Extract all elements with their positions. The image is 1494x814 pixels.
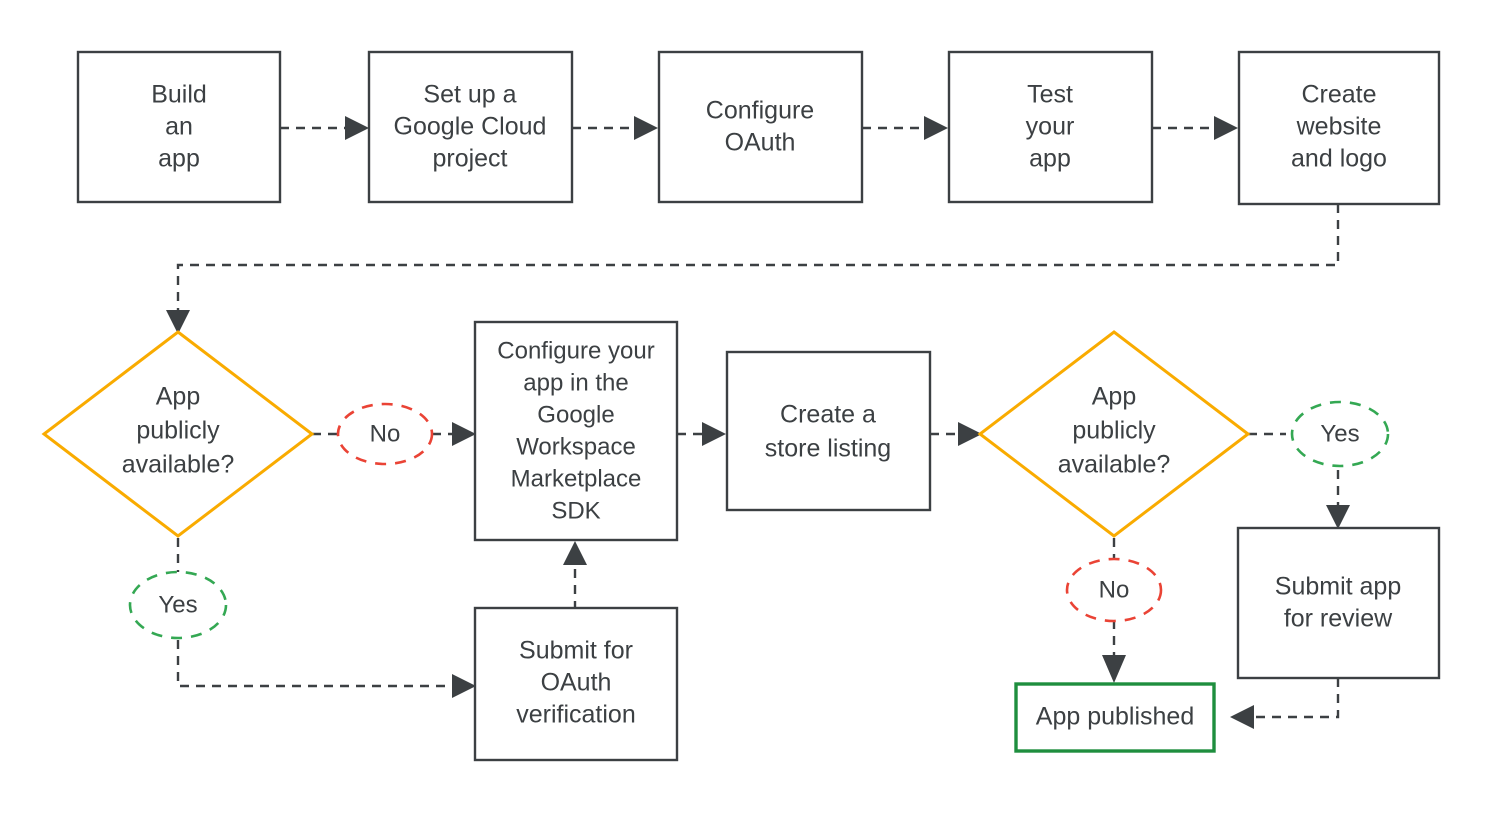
edge-oauth-to-test bbox=[862, 116, 948, 140]
node-submit-app-for-review-line-0: Submit app bbox=[1275, 573, 1401, 601]
node-configure-sdk-line-5: SDK bbox=[551, 497, 600, 524]
edge-label-yes-2: Yes bbox=[1290, 400, 1390, 468]
node-create-website-logo[interactable]: Create website and logo bbox=[1237, 50, 1441, 206]
node-set-up-project-line-2: project bbox=[432, 145, 507, 173]
node-submit-app-for-review[interactable]: Submit app for review bbox=[1236, 526, 1441, 680]
node-create-website-logo-line-1: website bbox=[1296, 113, 1382, 141]
edge-sdk-to-storelisting bbox=[677, 422, 726, 446]
node-submit-oauth-verification-line-2: verification bbox=[516, 701, 636, 729]
node-create-store-listing-line-0: Create a bbox=[780, 401, 876, 429]
edge-website-to-decision1 bbox=[166, 204, 1340, 334]
node-configure-sdk-line-0: Configure your bbox=[497, 337, 654, 364]
node-app-published[interactable]: App published bbox=[1014, 682, 1216, 753]
node-configure-sdk-line-4: Marketplace bbox=[511, 465, 642, 492]
node-app-public-decision-2-line-2: available? bbox=[1058, 451, 1171, 479]
edge-oauthverify-to-sdk bbox=[563, 541, 587, 610]
edge-test-to-website bbox=[1152, 116, 1238, 140]
edge-label-yes-2-text: Yes bbox=[1320, 420, 1359, 447]
node-submit-oauth-verification[interactable]: Submit for OAuth verification bbox=[473, 606, 679, 762]
node-build-an-app-line-1: an bbox=[165, 113, 193, 141]
node-create-website-logo-line-0: Create bbox=[1301, 81, 1376, 109]
edge-layer bbox=[166, 116, 1350, 729]
node-configure-sdk[interactable]: Configure your app in the Google Workspa… bbox=[473, 320, 679, 542]
edge-label-no-2: No bbox=[1065, 557, 1163, 623]
edge-label-yes-1: Yes bbox=[128, 570, 228, 640]
node-configure-sdk-line-3: Workspace bbox=[516, 433, 636, 460]
node-configure-sdk-line-1: app in the bbox=[523, 369, 628, 396]
node-app-public-decision-2[interactable]: App publicly available? bbox=[977, 330, 1251, 538]
node-build-an-app-line-0: Build bbox=[151, 81, 207, 109]
node-configure-oauth-line-1: OAuth bbox=[725, 129, 796, 157]
edge-setup-to-oauth bbox=[572, 116, 658, 140]
node-test-your-app-line-2: app bbox=[1029, 145, 1071, 173]
edge-label-no-1: No bbox=[336, 402, 434, 466]
node-app-public-decision-1-line-2: available? bbox=[122, 451, 235, 479]
edge-build-to-setup bbox=[280, 116, 369, 140]
node-configure-oauth-line-0: Configure bbox=[706, 97, 814, 125]
node-app-public-decision-2-line-1: publicly bbox=[1072, 417, 1156, 445]
node-configure-sdk-line-2: Google bbox=[537, 401, 614, 428]
node-set-up-project-line-1: Google Cloud bbox=[394, 113, 547, 141]
edge-storelisting-to-decision2 bbox=[930, 422, 982, 446]
node-app-published-line-0: App published bbox=[1036, 703, 1194, 731]
node-create-store-listing-line-1: store listing bbox=[765, 435, 891, 463]
node-app-public-decision-2-line-0: App bbox=[1092, 383, 1136, 411]
node-create-store-listing[interactable]: Create a store listing bbox=[725, 350, 932, 512]
node-app-public-decision-1-line-0: App bbox=[156, 383, 200, 411]
edge-decision1-no-to-sdk bbox=[312, 422, 476, 446]
node-build-an-app-line-2: app bbox=[158, 145, 200, 173]
node-submit-oauth-verification-line-1: OAuth bbox=[541, 669, 612, 697]
node-submit-oauth-verification-line-0: Submit for bbox=[519, 637, 633, 665]
node-test-your-app-line-0: Test bbox=[1027, 81, 1073, 109]
node-set-up-project[interactable]: Set up a Google Cloud project bbox=[367, 50, 574, 204]
node-configure-oauth[interactable]: Configure OAuth bbox=[657, 50, 864, 204]
edge-label-no-2-text: No bbox=[1099, 576, 1130, 603]
edge-decision2-no-to-published bbox=[1102, 538, 1126, 683]
node-app-public-decision-1[interactable]: App publicly available? bbox=[41, 330, 315, 538]
edge-label-no-1-text: No bbox=[370, 420, 401, 447]
node-test-your-app[interactable]: Test your app bbox=[947, 50, 1154, 204]
edge-review-to-published bbox=[1230, 678, 1340, 729]
edge-decision1-yes-to-oauthverify bbox=[176, 538, 476, 698]
node-create-website-logo-line-2: and logo bbox=[1291, 145, 1387, 173]
node-submit-app-for-review-line-1: for review bbox=[1284, 605, 1393, 633]
edge-decision2-yes-to-review bbox=[1248, 432, 1350, 529]
edge-label-yes-1-text: Yes bbox=[158, 591, 197, 618]
node-test-your-app-line-1: your bbox=[1026, 113, 1075, 141]
node-app-public-decision-1-line-1: publicly bbox=[136, 417, 220, 445]
node-build-an-app[interactable]: Build an app bbox=[76, 50, 282, 204]
node-set-up-project-line-0: Set up a bbox=[423, 81, 516, 109]
